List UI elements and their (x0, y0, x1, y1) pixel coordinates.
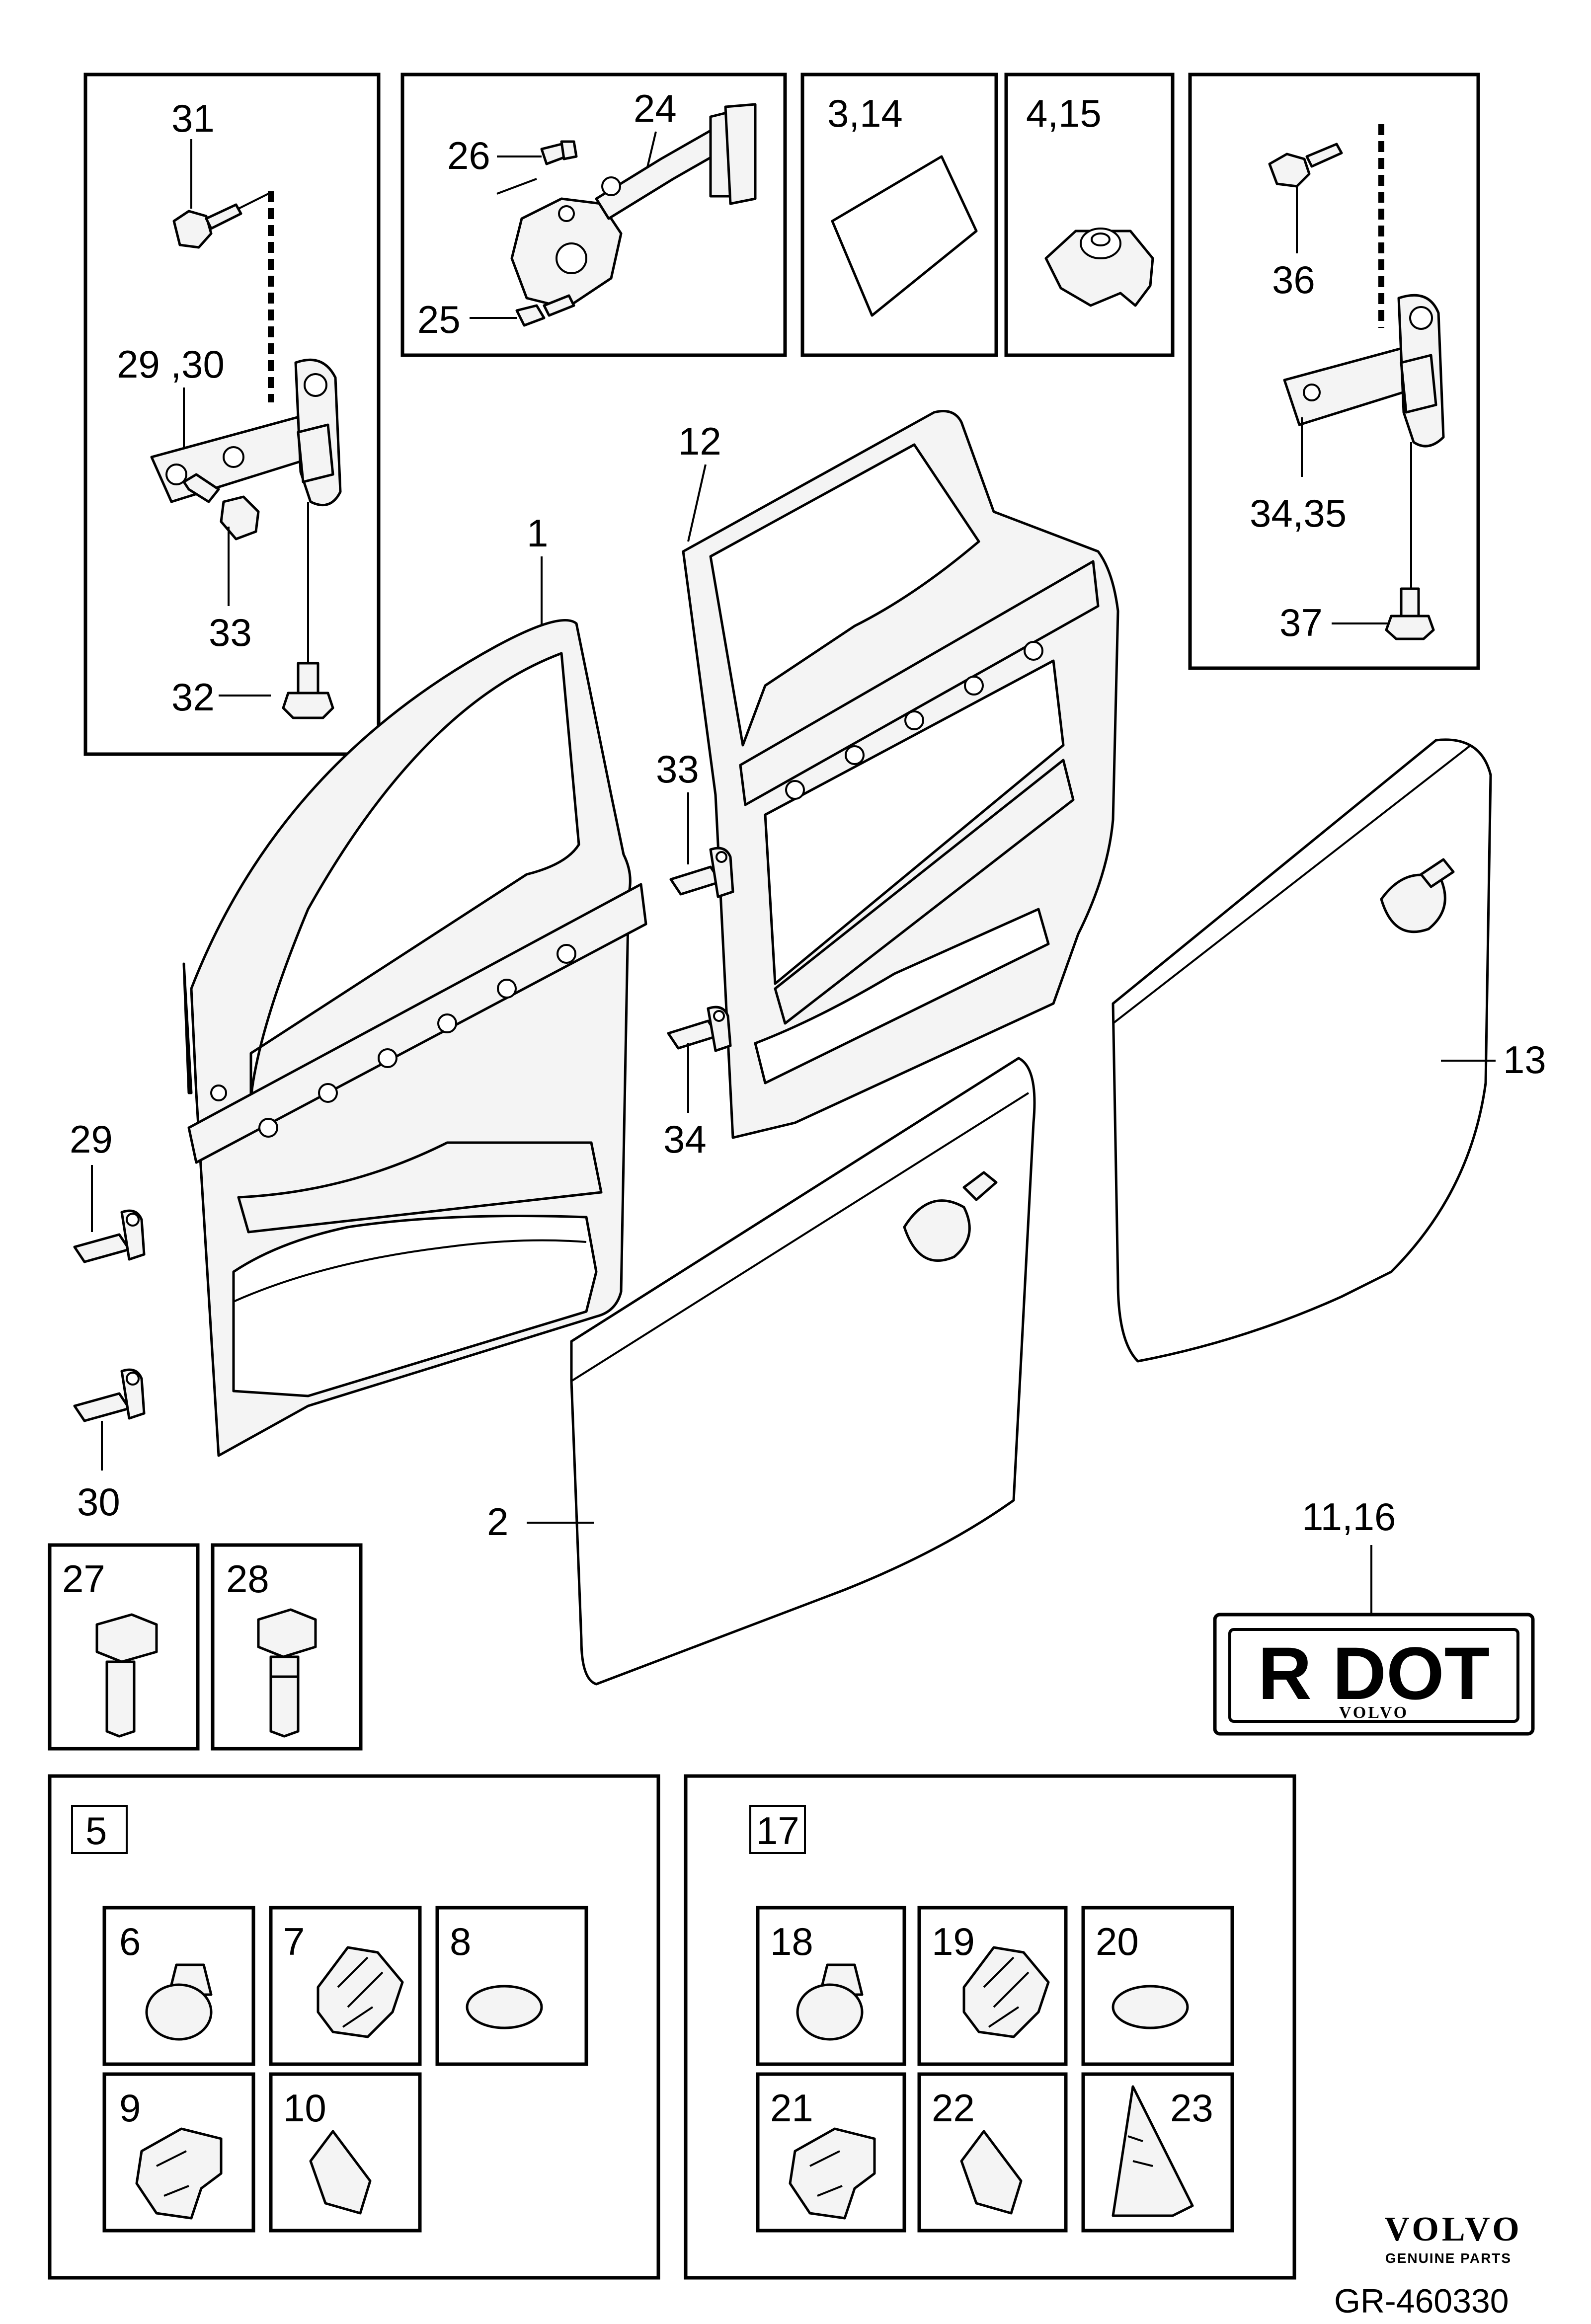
callout-6: 6 (119, 1920, 141, 1963)
badge-r-dot: 11,16 R DOT VOLVO (1213, 1495, 1535, 1736)
callout-22: 22 (932, 2086, 975, 2130)
callout-11-16: 11,16 (1302, 1495, 1396, 1539)
callout-33-box: 33 (209, 611, 252, 654)
bolt-25-icon (515, 294, 575, 327)
callout-27: 27 (62, 1557, 105, 1601)
inset-bolt-27: 27 (48, 1543, 200, 1751)
bolt-31-icon (172, 193, 269, 249)
badge-text: R DOT (1258, 1631, 1490, 1715)
callout-13: 13 (1503, 1038, 1546, 1082)
hinge-29-icon (73, 1209, 146, 1263)
kit-17: 17 18 19 20 21 22 23 (684, 1774, 1296, 2280)
hinge-30-icon (73, 1368, 146, 1422)
callout-36: 36 (1272, 258, 1315, 302)
bolt-28-icon (257, 1608, 317, 1738)
rear-door-frame: 12 (678, 410, 1119, 1139)
hinge-33-icon (669, 847, 734, 898)
bolt-26-icon (540, 140, 578, 165)
callout-29: 29 (70, 1117, 113, 1161)
door-check-strap-icon (510, 103, 757, 310)
callout-3-14: 3,14 (827, 91, 903, 135)
inset-hinge-rear: 36 34,35 37 (1188, 73, 1480, 670)
bolt-37-icon (1385, 587, 1435, 640)
bolt-36-icon (1268, 143, 1343, 188)
callout-5: 5 (85, 1809, 107, 1853)
hinge-34-35-icon (1283, 294, 1445, 448)
logo-tagline: GENUINE PARTS (1385, 2250, 1511, 2266)
clip-6-icon (145, 1963, 213, 2041)
callout-9: 9 (119, 2086, 141, 2130)
inset-bolt-28: 28 (211, 1543, 363, 1751)
callout-8: 8 (450, 1920, 471, 1963)
inset-4-15: 4,15 (1004, 73, 1175, 357)
callout-2: 2 (487, 1500, 508, 1544)
callout-1: 1 (527, 511, 548, 555)
bolt-33-icon (182, 473, 260, 541)
plug-20-icon (1112, 1985, 1189, 2029)
front-door-skin: 2 (487, 1057, 1036, 1686)
logo-brand: VOLVO (1384, 2210, 1522, 2248)
callout-17: 17 (756, 1809, 799, 1853)
bolt-32-icon (282, 662, 334, 719)
callout-20: 20 (1096, 1920, 1139, 1963)
bolt-27-icon (95, 1613, 158, 1738)
callout-21: 21 (770, 2086, 813, 2130)
inset-door-check: 24 26 25 (400, 73, 787, 357)
callout-18: 18 (770, 1920, 813, 1963)
callout-33: 33 (656, 747, 699, 791)
clip-21-icon (789, 2127, 876, 2220)
reference-number: GR-460330 (1334, 2282, 1509, 2320)
badge-brand: VOLVO (1339, 1704, 1409, 1722)
clip-18-icon (796, 1963, 864, 2041)
callout-28: 28 (226, 1557, 269, 1601)
rear-door-skin: 13 (1112, 738, 1546, 1363)
callout-32: 32 (171, 675, 215, 719)
pad-22-icon (960, 2130, 1023, 2215)
sheet-3-14-icon (831, 155, 978, 317)
front-door-frame: 1 (182, 511, 647, 1457)
clip-19-icon (962, 1946, 1050, 2038)
callout-10: 10 (283, 2086, 326, 2130)
clip-7-icon (317, 1946, 404, 2038)
callout-12: 12 (678, 419, 721, 463)
callout-4-15: 4,15 (1026, 91, 1102, 135)
callout-25: 25 (417, 298, 461, 341)
callout-34-35: 34,35 (1250, 491, 1347, 535)
inset-3-14: 3,14 (800, 73, 998, 357)
callout-23: 23 (1170, 2086, 1213, 2130)
callout-7: 7 (283, 1920, 305, 1963)
callout-29-30: 29 ,30 (117, 342, 225, 386)
hinge-34-icon (667, 1006, 732, 1052)
callout-37: 37 (1279, 601, 1323, 644)
clip-9-icon (135, 2127, 223, 2220)
kit-5: 5 6 7 8 9 10 (48, 1774, 660, 2280)
nut-4-15-icon (1044, 228, 1154, 307)
inset-hinge-front: 31 29 ,30 33 32 (83, 73, 381, 756)
trim-23-icon (1112, 2085, 1194, 2217)
callout-26: 26 (447, 134, 490, 177)
callout-30: 30 (77, 1480, 120, 1524)
pad-10-icon (309, 2130, 372, 2215)
callout-24: 24 (634, 86, 677, 130)
callout-34: 34 (663, 1117, 707, 1161)
volvo-logo: VOLVO GENUINE PARTS (1384, 2210, 1522, 2266)
plug-8-icon (466, 1985, 543, 2029)
callout-19: 19 (932, 1920, 975, 1963)
callout-31: 31 (171, 96, 215, 140)
